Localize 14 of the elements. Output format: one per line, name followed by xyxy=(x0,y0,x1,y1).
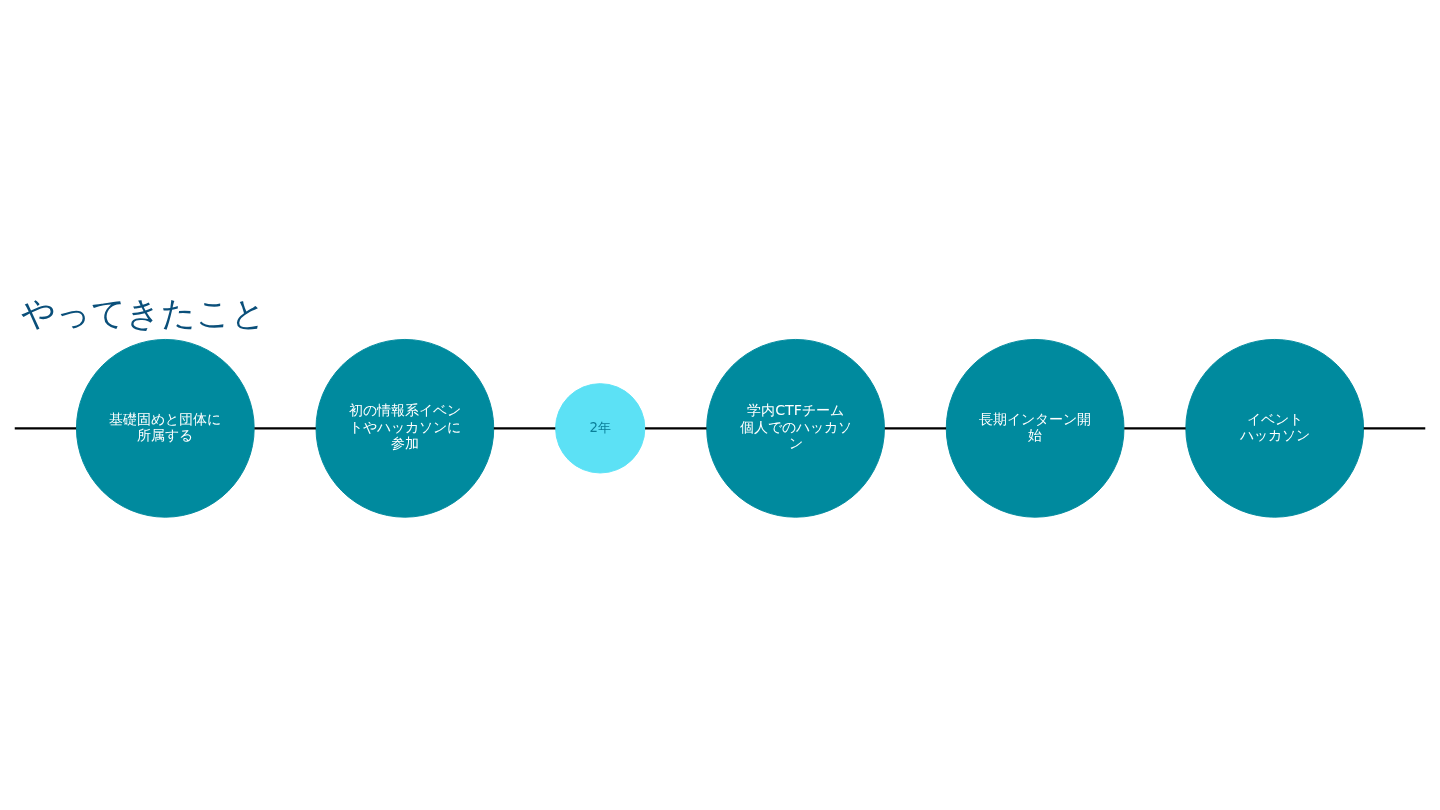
connector xyxy=(1124,426,1186,429)
connector xyxy=(645,426,707,429)
connector xyxy=(1363,426,1426,429)
node-circle: 2年 xyxy=(555,382,646,473)
node-circle: 長期インターン開始 xyxy=(945,338,1125,518)
connector xyxy=(14,426,77,429)
diagram-title: やってきたこと xyxy=(21,292,267,333)
node-circle: イベント ハッカソン xyxy=(1185,338,1365,518)
node-circle: 基礎固めと団体に所属する xyxy=(75,338,255,518)
connector xyxy=(493,426,556,429)
connector xyxy=(884,426,947,429)
node-circle: 初の情報系イベントやハッカソンに参加 xyxy=(315,338,495,518)
node-circle: 学内CTFチーム 個人でのハッカソン xyxy=(706,338,885,518)
connector xyxy=(254,426,316,429)
